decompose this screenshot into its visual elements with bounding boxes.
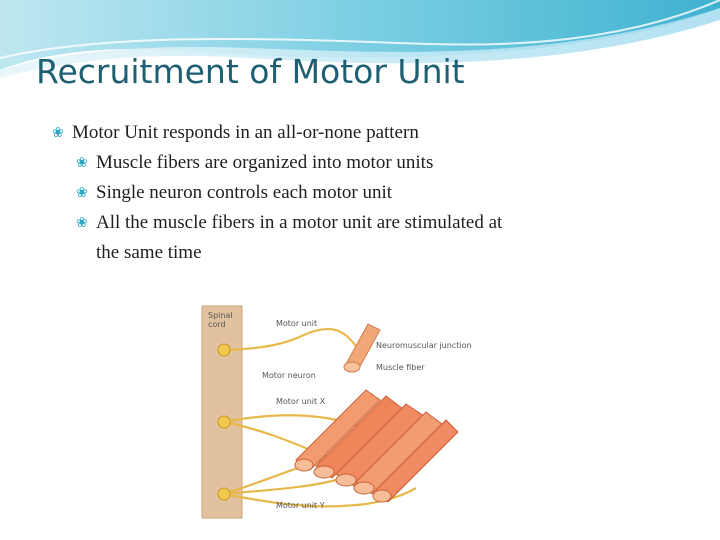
- bullet-text: Single neuron controls each motor unit: [96, 182, 393, 203]
- swirl-bullet-icon: ❀: [76, 215, 88, 231]
- spinal-cord-label-line2: cord: [208, 320, 226, 329]
- muscle-fiber-label: Muscle fiber: [376, 363, 425, 372]
- bullet-item: ❀ Motor Unit responds in an all-or-none …: [38, 118, 678, 148]
- motor-neuron-label: Motor neuron: [262, 371, 316, 380]
- swirl-bullet-icon: ❀: [52, 125, 64, 141]
- bullet-text: All the muscle fibers in a motor unit ar…: [96, 212, 503, 233]
- spinal-cord-shape: [202, 306, 242, 518]
- muscle-fiber-shape: [343, 323, 381, 373]
- sub-bullet-item: ❀ All the muscle fibers in a motor unit …: [38, 208, 678, 238]
- bullet-continuation: the same time: [96, 242, 202, 263]
- bullet-list: ❀ Motor Unit responds in an all-or-none …: [38, 118, 678, 268]
- swirl-bullet-icon: ❀: [76, 155, 88, 171]
- motor-unit-y-label: Motor unit Y: [276, 501, 325, 510]
- neuromuscular-junction-label: Neuromuscular junction: [376, 341, 472, 350]
- motor-unit-label: Motor unit: [276, 319, 317, 328]
- spinal-cord-label-line1: Spinal: [208, 311, 233, 320]
- motor-unit-x-label: Motor unit X: [276, 397, 326, 406]
- sub-bullet-item: ❀ Single neuron controls each motor unit: [38, 178, 678, 208]
- bullet-text: Motor Unit responds in an all-or-none pa…: [72, 122, 419, 143]
- muscle-bundle-shape: [294, 389, 459, 503]
- bullet-text: Muscle fibers are organized into motor u…: [96, 152, 434, 173]
- swirl-bullet-icon: ❀: [76, 185, 88, 201]
- sub-bullet-item: ❀ Muscle fibers are organized into motor…: [38, 148, 678, 178]
- decorative-header-swoosh: [0, 0, 720, 78]
- slide-title: Recruitment of Motor Unit: [36, 52, 465, 91]
- motor-neuron-cells: [217, 343, 231, 501]
